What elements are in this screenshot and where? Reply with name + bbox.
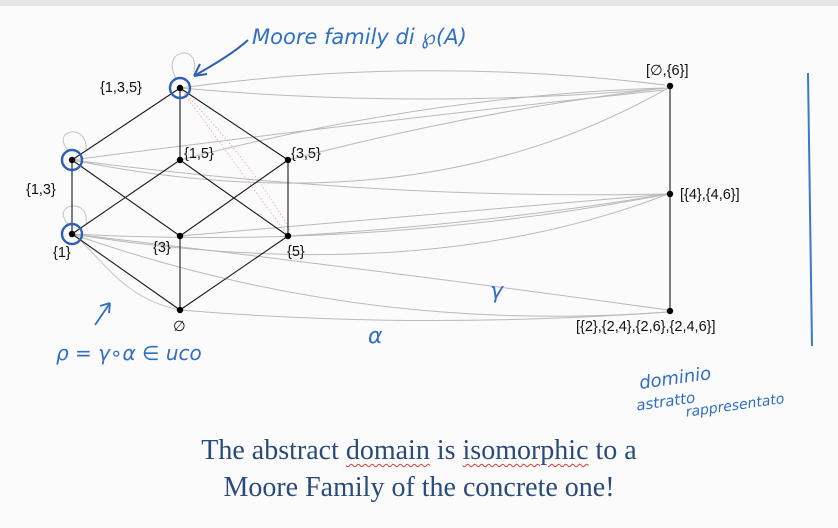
label-n15: {1,5} xyxy=(184,146,214,162)
mapping-arrows xyxy=(71,70,669,322)
guide-2 xyxy=(179,87,291,231)
loop-n13 xyxy=(62,131,87,151)
arrow-n1-to-amid xyxy=(71,193,669,239)
node-n1 xyxy=(68,230,76,238)
node-n5 xyxy=(284,232,292,240)
node-n3 xyxy=(176,232,184,240)
moore-family-circles xyxy=(60,76,192,246)
node-top xyxy=(176,84,184,92)
label-n35: {3,5} xyxy=(291,146,321,162)
top-band xyxy=(0,0,838,6)
arrow-n13-to-amid xyxy=(71,159,669,196)
arrow-n1-to-abot-2 xyxy=(71,233,669,317)
node-n35 xyxy=(284,156,292,164)
arrow-bot-to-abot xyxy=(179,309,669,322)
concrete-lattice-edges xyxy=(71,87,289,311)
rho-definition-note: ρ = γ∘α ∈ uco xyxy=(56,341,202,365)
edge-top-35 xyxy=(179,87,289,161)
circle-top xyxy=(168,76,192,100)
loop-n1 xyxy=(62,205,87,225)
dominio-note: dominio astratto rappresentato xyxy=(635,363,786,421)
moore-arrow-head xyxy=(193,63,208,77)
label-amid: [{4},{4,6}] xyxy=(680,187,740,203)
label-bot: ∅ xyxy=(173,319,186,335)
label-abot: [{2},{2,4},{2,6},{2,4,6}] xyxy=(576,319,716,335)
arrow-n13-to-atop xyxy=(71,89,666,161)
label-atop: [∅,{6}] xyxy=(646,63,688,79)
caption-line-2: Moore Family of the concrete one! xyxy=(223,472,615,503)
arrow-top-to-atop-2 xyxy=(179,87,669,100)
arrow-n1-to-abot xyxy=(71,233,669,311)
label-top: {1,3,5} xyxy=(100,80,142,96)
edge-1-bot xyxy=(71,233,181,311)
edge-5-bot xyxy=(179,235,289,311)
node-bot xyxy=(176,306,184,314)
label-n13: {1,3} xyxy=(26,182,56,198)
caption-text: is xyxy=(429,435,463,466)
label-n5: {5} xyxy=(287,244,305,260)
caption-text: The abstract xyxy=(201,435,346,466)
rho-arrow xyxy=(94,302,111,326)
rho-curve xyxy=(79,239,181,311)
node-atop xyxy=(666,82,674,90)
edge-35-3 xyxy=(179,159,289,237)
node-amid xyxy=(666,190,674,198)
alpha-label: α xyxy=(368,324,383,349)
caption-word-isomorphic: isomorphic xyxy=(462,435,589,466)
edge-13-3 xyxy=(71,159,181,237)
arrow-amid-to-n1 xyxy=(71,193,669,256)
moore-arrow-shaft xyxy=(193,39,249,77)
arrow-top-to-atop xyxy=(179,70,666,89)
edge-top-13 xyxy=(71,87,181,161)
guide-1 xyxy=(179,87,289,237)
lattice-nodes xyxy=(68,82,674,315)
circle-n13 xyxy=(60,148,84,172)
moore-family-note: Moore family di ℘(A) xyxy=(252,25,467,49)
gamma-label: γ xyxy=(490,279,504,304)
dominio-line-3: rappresentato xyxy=(685,391,786,421)
label-n1: {1} xyxy=(53,245,71,261)
circle-n1 xyxy=(60,222,84,246)
right-bracket-line xyxy=(807,72,813,347)
arrow-n35-to-atop xyxy=(287,87,666,161)
dotted-guides xyxy=(179,87,291,237)
arrow-n3-to-amid xyxy=(179,193,669,237)
node-abot xyxy=(666,307,674,315)
node-n13 xyxy=(68,156,76,164)
caption-word-domain: domain xyxy=(345,435,430,466)
dominio-line-1: dominio xyxy=(638,363,713,394)
arrow-n5-to-amid xyxy=(287,193,669,237)
caption-line-1: The abstract domain is isomorphic to a xyxy=(0,433,838,469)
arrow-atop-to-n13 xyxy=(71,87,669,184)
caption-text: to a xyxy=(588,435,637,466)
loop-top xyxy=(171,52,196,79)
node-n15 xyxy=(176,156,184,164)
arrow-n15-to-atop xyxy=(179,87,666,161)
label-n3: {3} xyxy=(153,240,171,256)
edge-15-1 xyxy=(71,159,181,235)
